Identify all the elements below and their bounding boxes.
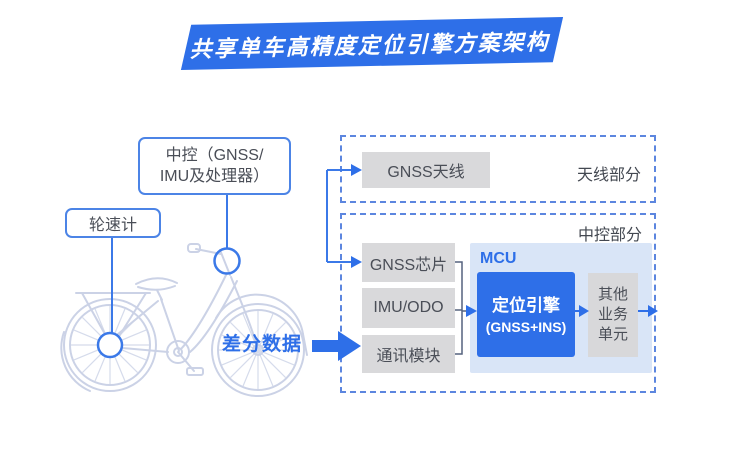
handlebar-marker xyxy=(213,247,241,275)
gnss-antenna-module: GNSS天线 xyxy=(362,152,490,188)
comm-module: 通讯模块 xyxy=(362,335,455,373)
rear-hub-marker xyxy=(96,331,124,359)
other-unit-line2: 业务 xyxy=(597,306,628,323)
central-control-callout: 中控（GNSS/ IMU及处理器） xyxy=(138,137,291,195)
central-control-line2: IMU及处理器） xyxy=(159,168,270,185)
central-control-line1: 中控（GNSS/ xyxy=(165,147,264,164)
positioning-engine-box: 定位引擎 (GNSS+INS) xyxy=(477,272,575,357)
antenna-section-label: 天线部分 xyxy=(577,167,642,184)
imu-odo-module: IMU/ODO xyxy=(362,288,455,328)
wheel-speed-sensor-callout: 轮速计 xyxy=(65,208,161,238)
control-section-label: 中控部分 xyxy=(578,227,643,244)
engine-title: 定位引擎 xyxy=(492,295,560,315)
gnss-chip-label: GNSS芯片 xyxy=(369,256,448,274)
gnss-chip-module: GNSS芯片 xyxy=(362,243,455,282)
mcu-label: MCU xyxy=(480,250,517,267)
imu-odo-label: IMU/ODO xyxy=(373,299,444,316)
bike-frame xyxy=(60,243,308,392)
page-title: 共享单车高精度定位引擎方案架构 xyxy=(188,28,555,62)
control-section-box xyxy=(340,213,656,393)
gnss-antenna-label: GNSS天线 xyxy=(387,164,465,181)
other-unit-line3: 单元 xyxy=(597,326,628,343)
diff-data-label: 差分数据 xyxy=(222,334,303,355)
other-business-unit-box: 其他 业务 单元 xyxy=(588,273,638,357)
wheel-speed-label: 轮速计 xyxy=(88,217,137,234)
comm-module-label: 通讯模块 xyxy=(376,348,441,365)
title-banner: 共享单车高精度定位引擎方案架构 xyxy=(180,16,564,71)
other-unit-line1: 其他 xyxy=(597,286,628,303)
engine-subtitle: (GNSS+INS) xyxy=(485,318,567,335)
